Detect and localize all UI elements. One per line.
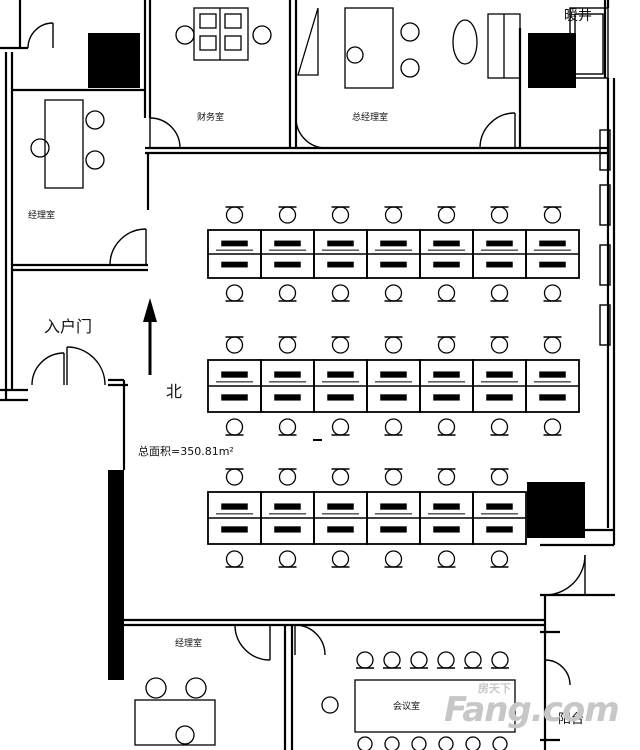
manager-room-label-bottom: 经理室 xyxy=(175,639,203,649)
chair xyxy=(437,468,456,486)
chair xyxy=(437,550,456,568)
doors xyxy=(27,22,586,686)
chair xyxy=(278,468,297,486)
workstation-clusters xyxy=(207,206,580,568)
chair xyxy=(543,206,562,224)
desk-pair xyxy=(366,229,421,279)
desk-pair xyxy=(207,359,262,413)
chair xyxy=(437,336,456,354)
chair xyxy=(384,550,403,568)
watermark-chinese: 房天下 xyxy=(478,682,511,695)
desk-pair xyxy=(419,229,474,279)
chair xyxy=(543,336,562,354)
balcony-label: 阳台 xyxy=(558,712,585,727)
desk-pair xyxy=(472,229,527,279)
chair xyxy=(331,418,350,436)
chair xyxy=(490,284,509,302)
chair xyxy=(490,468,509,486)
chair xyxy=(384,206,403,224)
chair xyxy=(278,206,297,224)
chair xyxy=(278,336,297,354)
desk-pair xyxy=(313,229,368,279)
chair xyxy=(225,418,244,436)
desk-pair xyxy=(419,359,474,413)
chair xyxy=(490,550,509,568)
chair xyxy=(437,206,456,224)
desk-pair xyxy=(525,359,580,413)
desk-pair xyxy=(313,359,368,413)
chair xyxy=(543,284,562,302)
chair xyxy=(465,736,481,750)
furniture xyxy=(30,7,521,746)
desk-pair xyxy=(366,359,421,413)
chair xyxy=(490,336,509,354)
chair xyxy=(543,418,562,436)
watermark-logo: Fang.com xyxy=(444,690,620,730)
desk-pair xyxy=(260,491,315,545)
desk-pair xyxy=(313,491,368,545)
desk-pair xyxy=(207,229,262,279)
desk-pair xyxy=(472,359,527,413)
chair xyxy=(225,550,244,568)
chair xyxy=(225,468,244,486)
desk-pair xyxy=(366,491,421,545)
chair xyxy=(331,284,350,302)
north-label: 北 xyxy=(166,382,183,401)
chair xyxy=(437,651,455,669)
chair xyxy=(225,206,244,224)
chair xyxy=(383,651,401,669)
desk-pair xyxy=(525,229,580,279)
manager-room-label-top: 经理室 xyxy=(28,211,56,221)
chair xyxy=(490,418,509,436)
chair xyxy=(356,651,374,669)
chair xyxy=(437,284,456,302)
chair xyxy=(384,418,403,436)
desk-pair xyxy=(207,491,262,545)
general-manager-room-label: 总经理室 xyxy=(352,113,389,123)
chair xyxy=(438,736,454,750)
entrance-door-label: 入户门 xyxy=(44,317,93,336)
desk-pair xyxy=(472,491,527,545)
chair xyxy=(384,336,403,354)
chair xyxy=(384,468,403,486)
chair xyxy=(225,284,244,302)
heating-shaft-label: 暖井 xyxy=(564,8,592,24)
conference-chairs xyxy=(356,651,509,750)
chair xyxy=(437,418,456,436)
chair xyxy=(410,651,428,669)
chair xyxy=(331,206,350,224)
chair xyxy=(331,468,350,486)
chair xyxy=(490,206,509,224)
structural-columns xyxy=(88,33,585,680)
chair xyxy=(464,651,482,669)
north-arrow xyxy=(143,298,157,375)
chair xyxy=(225,336,244,354)
chair xyxy=(278,418,297,436)
chair xyxy=(384,736,400,750)
chair xyxy=(411,736,427,750)
chair xyxy=(357,736,373,750)
walls xyxy=(0,0,616,750)
windows xyxy=(569,7,611,346)
chair xyxy=(278,284,297,302)
finance-room-label: 财务室 xyxy=(197,113,225,123)
desk-pair xyxy=(419,491,474,545)
chair xyxy=(331,550,350,568)
conference-room-label: 会议室 xyxy=(393,702,421,712)
desk-pair xyxy=(260,229,315,279)
chair xyxy=(492,736,508,750)
chair xyxy=(491,651,509,669)
chair xyxy=(331,336,350,354)
chair xyxy=(278,550,297,568)
chair xyxy=(384,284,403,302)
total-area-label: 总面积=350.81m² xyxy=(138,445,234,458)
desk-pair xyxy=(260,359,315,413)
